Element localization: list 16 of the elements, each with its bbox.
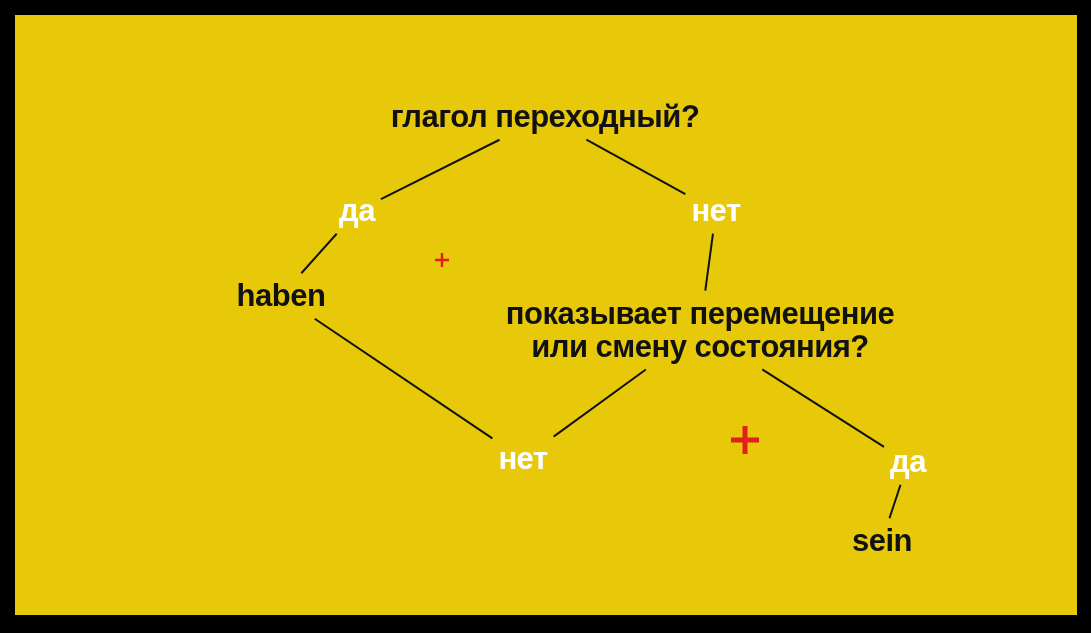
answer-text: нет (498, 442, 548, 476)
connector-line (552, 368, 647, 438)
connector-line (888, 483, 902, 520)
result-text: haben (236, 279, 326, 313)
connector-line (300, 232, 338, 275)
question-text: глагол переходный? (390, 100, 700, 134)
connector-line (585, 138, 687, 196)
connector-line (313, 317, 494, 440)
answer-text: да (890, 445, 926, 479)
connector-line (761, 368, 886, 448)
question-text: показывает перемещение или смену состояния? (485, 296, 915, 364)
result-text: sein (852, 524, 912, 558)
answer-text: да (339, 194, 375, 228)
connector-line (379, 138, 501, 200)
answer-text: нет (691, 194, 741, 228)
connector-line (704, 232, 714, 292)
